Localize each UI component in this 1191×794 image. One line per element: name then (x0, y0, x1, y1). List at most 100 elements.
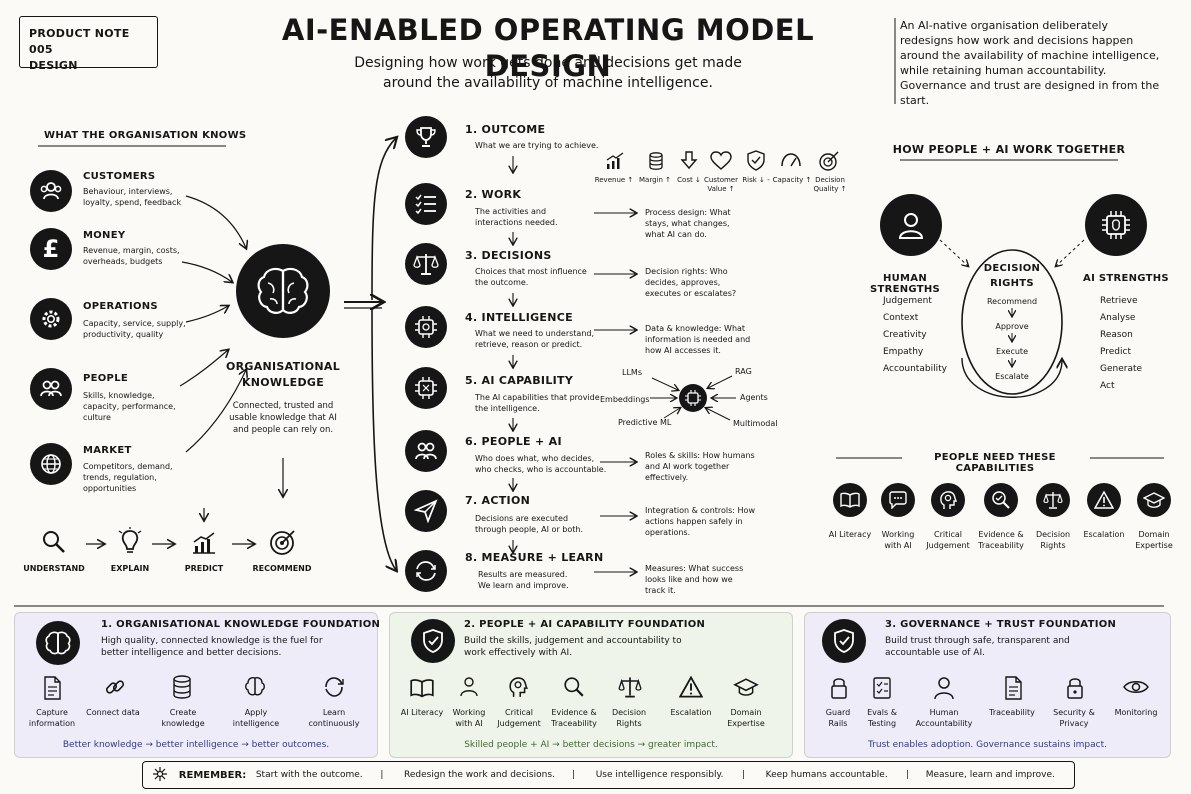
step-title: 1. OUTCOME (465, 123, 546, 136)
remember-label: REMEMBER: (178, 769, 247, 781)
metric-label: Cost ↓ (677, 176, 701, 184)
pipeline-label: RECOMMEND (252, 564, 312, 573)
foundation-item: Apply intelligence (232, 708, 280, 728)
knows-item-title: MONEY (83, 230, 126, 241)
evidence-search-outline-icon (563, 676, 585, 702)
note-line-1: PRODUCT NOTE 005 (29, 27, 130, 56)
capabilities-heading: PEOPLE NEED THESE CAPABILITIES (934, 452, 1056, 474)
human-strength: Creativity (883, 330, 927, 340)
ai-cap-label: RAG (735, 367, 752, 376)
foundation-title: 1. ORGANISATIONAL KNOWLEDGE FOUNDATION (101, 619, 381, 630)
customers-icon (30, 170, 72, 212)
book-icon (833, 483, 867, 517)
knows-item-desc: Revenue, margin, costs, overheads, budge… (83, 246, 180, 266)
chat-icon (881, 483, 915, 517)
ai-strength: Generate (1100, 364, 1143, 374)
warning-icon (1087, 483, 1121, 517)
knowledge-title-2: KNOWLEDGE (241, 376, 325, 389)
capability-label: Working with AI (881, 530, 915, 550)
traceability-document-icon (1003, 676, 1023, 704)
working-with-ai-icon (457, 676, 481, 702)
ai-cap-label: Multimodal (733, 419, 778, 428)
remember-item: Use intelligence responsibly. (595, 770, 724, 780)
decision-right: Recommend (986, 297, 1038, 306)
search-icon (40, 528, 68, 560)
foundation-item: Escalation (670, 708, 712, 717)
foundation-title: 3. GOVERNANCE + TRUST FOUNDATION (885, 619, 1117, 630)
step-side: Data & knowledge: What information is ne… (645, 324, 751, 355)
knows-heading: WHAT THE ORGANISATION KNOWS (44, 130, 247, 141)
step-side: Measures: What success looks like and ho… (645, 564, 744, 595)
metric-label: Capacity ↑ (772, 176, 812, 184)
decision-right: Execute (996, 347, 1028, 356)
divider: | (741, 770, 745, 780)
human-strength: Accountability (883, 364, 947, 374)
decision-right: Escalate (995, 372, 1029, 381)
metric-label: Decision Quality ↑ (813, 176, 847, 193)
foundation-item: Human Accountability (915, 708, 973, 728)
ai-strength: Analyse (1100, 313, 1136, 323)
foundation-item: Traceability (989, 708, 1035, 717)
ai-strength: Predict (1100, 347, 1131, 357)
step-title: 3. DECISIONS (465, 249, 552, 262)
foundation-item: Decision Rights (611, 708, 647, 728)
knows-item-title: MARKET (83, 445, 132, 456)
revenue-icon (605, 152, 625, 174)
foundation-item: Monitoring (1114, 708, 1158, 717)
ai-strength: Retrieve (1100, 296, 1138, 306)
metric-label: Customer Value ↑ (703, 176, 738, 193)
arrow-down-icon (680, 150, 698, 174)
scales-outline-icon (618, 676, 642, 702)
capability-foundation-panel (389, 612, 793, 758)
evidence-search-icon (984, 483, 1018, 517)
step-desc: Who does what, who decides, who checks, … (475, 454, 607, 474)
document-icon (42, 676, 62, 704)
pipeline-label: PREDICT (184, 564, 224, 573)
step-desc: Choices that most influence the outcome. (475, 267, 587, 287)
step-desc: What we are trying to achieve. (475, 141, 599, 150)
graduation-cap-outline-icon (733, 677, 759, 701)
brain-icon (36, 621, 80, 665)
human-strength: Context (883, 313, 919, 323)
step-side: Roles & skills: How humans and AI work t… (645, 451, 755, 482)
foundation-item: Create knowledge (161, 708, 205, 728)
step-desc: The activities and interactions needed. (475, 207, 558, 227)
ai-cap-label: LLMs (622, 368, 642, 377)
step-side: Decision rights: Who decides, approves, … (645, 267, 737, 298)
subtitle-line-1: Designing how work gets done and decisio… (354, 55, 742, 71)
foundation-item: Security & Privacy (1053, 708, 1095, 728)
eye-icon (1122, 678, 1150, 700)
note-line-2: DESIGN (29, 59, 78, 72)
foundation-item: Learn continuously (308, 708, 360, 728)
step-side: Process design: What stays, what changes… (645, 208, 731, 239)
foundation-item: Working with AI (452, 708, 486, 728)
database-icon (172, 675, 192, 703)
capability-label: Domain Expertise (1135, 530, 1173, 550)
warning-outline-icon (678, 675, 704, 702)
remember-item: Measure, learn and improve. (925, 770, 1055, 780)
metric-label: Risk ↓ - (742, 176, 770, 184)
head-brain-icon (931, 483, 965, 517)
capability-label: Escalation (1083, 530, 1125, 539)
capability-label: Critical Judgement (926, 530, 970, 550)
step-title: 2. WORK (465, 188, 522, 201)
head-brain-outline-icon (507, 676, 529, 702)
human-strength: Empathy (883, 347, 924, 357)
capability-label: Decision Rights (1035, 530, 1071, 550)
ai-core-icon (679, 384, 707, 412)
step-title: 6. PEOPLE + AI (465, 435, 562, 448)
person-outline-icon (933, 676, 955, 704)
foundation-item: Evidence & Traceability (551, 708, 597, 728)
shield-check-icon (822, 619, 866, 663)
divider: | (905, 770, 909, 780)
ai-strengths-title: AI STRENGTHS (1083, 273, 1169, 284)
trend-chart-icon (190, 530, 218, 560)
foundation-item: Critical Judgement (497, 708, 541, 728)
subtitle-line-2: around the availability of machine intel… (383, 75, 713, 91)
padlock-icon (1065, 676, 1085, 704)
knowledge-title-1: ORGANISATIONAL (225, 360, 341, 373)
human-strengths-title: HUMAN STRENGTHS (869, 273, 941, 295)
foundation-desc: Build trust through safe, transparent an… (885, 636, 1070, 658)
globe-icon (30, 443, 72, 485)
foundation-item: Domain Expertise (727, 708, 765, 728)
